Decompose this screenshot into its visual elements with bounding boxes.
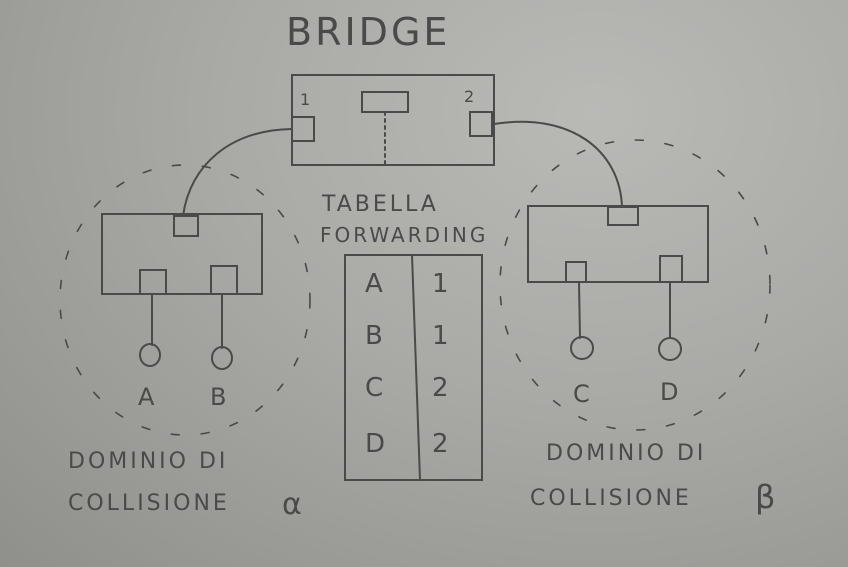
host-b-label: B <box>210 383 229 411</box>
left-domain-label-2: COLLISIONE <box>68 491 230 516</box>
bridge-port-1 <box>291 116 315 142</box>
table-row-host: C <box>365 373 386 403</box>
left-hub: A B <box>101 213 263 411</box>
right-domain-label-2: COLLISIONE <box>530 486 692 511</box>
table-row-host: B <box>365 321 386 351</box>
table-row-port: 1 <box>432 321 452 351</box>
left-domain-label-1: DOMINIO DI <box>68 449 228 474</box>
table-caption-1: TABELLA <box>321 192 439 217</box>
right-domain-label-1: DOMINIO DI <box>546 441 706 466</box>
table-row-host: A <box>365 269 386 299</box>
host-c-node <box>570 336 594 360</box>
right-hub: C D <box>527 205 709 408</box>
bridge-device: 1 2 <box>291 74 495 166</box>
host-a-node <box>139 343 161 367</box>
table-caption-2: FORWARDING <box>320 223 488 247</box>
table-row-port: 2 <box>432 373 452 403</box>
bridge-center-port <box>361 91 409 113</box>
table-row-port: 1 <box>432 269 452 299</box>
host-c-label: C <box>573 380 593 408</box>
bridge-port-1-label: 1 <box>300 90 313 109</box>
cable-left <box>182 128 293 217</box>
host-a-label: A <box>138 383 157 411</box>
table-row-host: D <box>365 429 388 459</box>
alpha-symbol: α <box>282 487 305 522</box>
table-row-port: 2 <box>432 429 452 459</box>
bridge-port-2 <box>469 111 493 137</box>
host-d-node <box>658 337 682 361</box>
host-d-label: D <box>660 378 681 406</box>
bridge-port-2-label: 2 <box>464 87 477 106</box>
bridge-title: BRIDGE <box>286 10 450 54</box>
right-collision-domain-outline <box>499 139 771 431</box>
beta-symbol: β <box>755 478 778 516</box>
forwarding-table: A 1 B 1 C 2 D 2 <box>344 254 483 481</box>
host-b-node <box>211 346 233 370</box>
cable-right <box>493 120 623 208</box>
left-collision-domain-outline <box>59 164 311 436</box>
